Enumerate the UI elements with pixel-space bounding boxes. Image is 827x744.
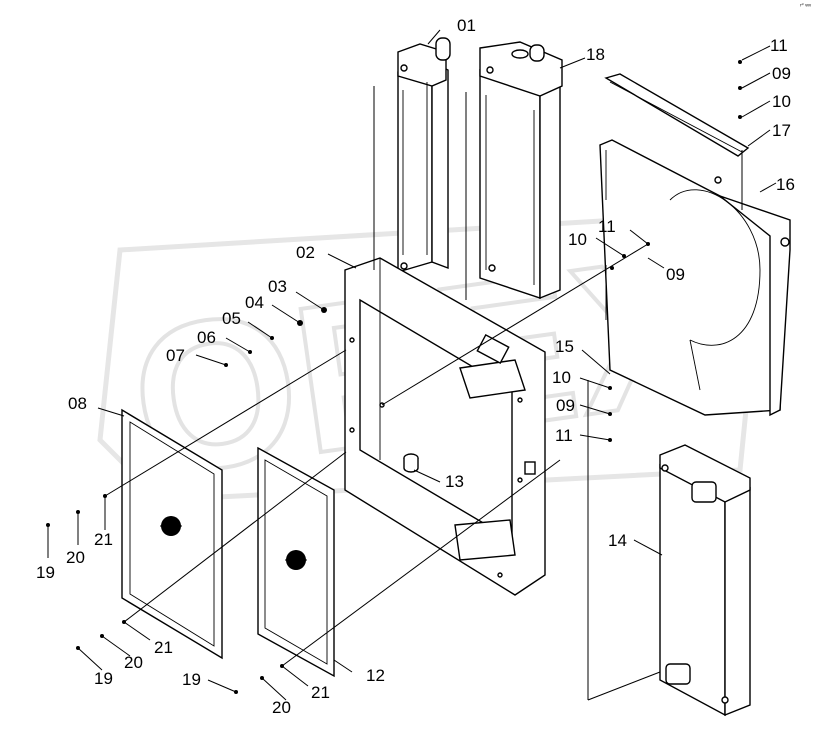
callout-01: 01 — [457, 16, 476, 35]
callout-19-right: 19 — [182, 670, 201, 689]
part-02-main-frame — [344, 257, 546, 596]
part-08-screen — [121, 408, 223, 660]
part-18-radiator — [479, 41, 563, 300]
callout-09-top: 09 — [772, 64, 791, 83]
callout-06: 06 — [197, 328, 216, 347]
callout-19-mid: 19 — [94, 669, 113, 688]
callout-18: 18 — [586, 45, 605, 64]
callout-09-mid: 09 — [666, 265, 685, 284]
callout-21-mid: 21 — [154, 638, 173, 657]
callout-03: 03 — [268, 277, 287, 296]
callout-14: 14 — [608, 531, 627, 550]
callout-20-mid: 20 — [124, 653, 143, 672]
callout-10-top: 10 — [772, 92, 791, 111]
part-16-fan-shroud — [599, 139, 791, 417]
callout-09-low: 09 — [556, 396, 575, 415]
callout-11-mid: 11 — [598, 217, 616, 236]
callout-10-low: 10 — [552, 368, 571, 387]
callout-05: 05 — [222, 309, 241, 328]
callout-07: 07 — [166, 346, 185, 365]
leader-lines — [47, 29, 777, 701]
callout-20-right: 20 — [272, 698, 291, 717]
callout-21-right: 21 — [311, 683, 330, 702]
callout-17: 17 — [772, 121, 791, 140]
part-14-charge-air-cooler — [659, 444, 751, 717]
callout-04: 04 — [245, 293, 264, 312]
callout-11-low: 11 — [555, 426, 573, 445]
callout-12: 12 — [366, 666, 385, 685]
callout-08: 08 — [68, 394, 87, 413]
part-17-bracket — [604, 73, 750, 157]
part-13-plug — [403, 453, 419, 473]
callout-16: 16 — [776, 175, 795, 194]
callout-10-mid: 10 — [568, 230, 587, 249]
callout-11-top: 11 — [770, 36, 788, 55]
callout-13: 13 — [445, 472, 464, 491]
callout-20-left: 20 — [66, 548, 85, 567]
callout-labels: 01 18 02 03 04 05 06 07 08 11 09 10 17 1… — [36, 16, 795, 717]
callout-21-left: 21 — [94, 530, 113, 549]
corner-mark: ʳ″ ᵛᵛᵛ — [800, 3, 811, 10]
callout-02: 02 — [296, 243, 315, 262]
part-01-oil-cooler — [397, 37, 451, 273]
callout-15: 15 — [555, 337, 574, 356]
callout-19-left: 19 — [36, 563, 55, 582]
